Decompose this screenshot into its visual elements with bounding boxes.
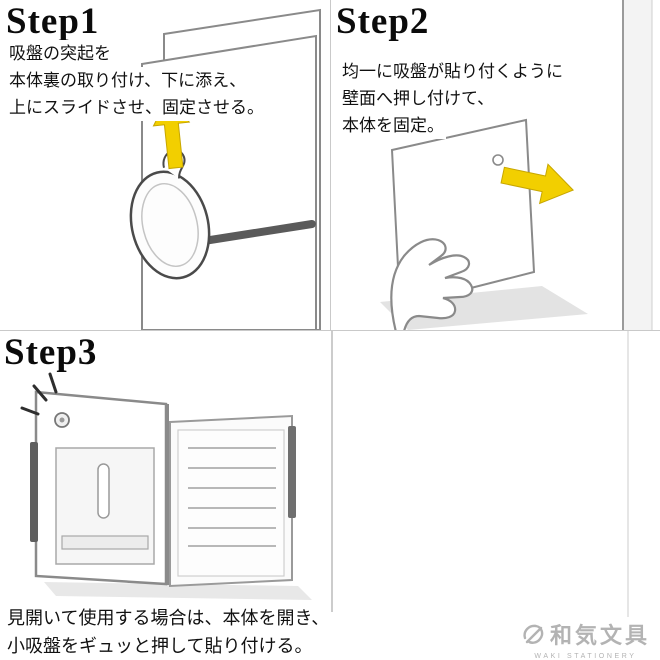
watermark-logo: 和気文具 WAKI STATIONERY [521, 618, 650, 660]
step2-text-line-3: 本体を固定。 [340, 112, 446, 139]
step3-text-line-2: 小吸盤をギュッと押して貼り付ける。 [5, 632, 315, 660]
watermark-brand-text: 和気文具 [549, 623, 650, 648]
watermark-subtitle: WAKI STATIONERY [534, 653, 637, 660]
step3-title: Step3 [4, 332, 98, 373]
step2-illustration [380, 0, 653, 330]
step2-text: 均一に吸盤が貼り付くように 壁面へ押し付けて、 本体を固定。 [340, 58, 565, 139]
left-edge-bar [30, 442, 38, 542]
step1-text-line-1: 吸盤の突起を [7, 40, 113, 67]
step2-title: Step2 [336, 1, 430, 42]
hand-icon [390, 238, 474, 330]
pocket-bottom-slot [61, 535, 149, 550]
paper-lines [188, 447, 276, 547]
step3-text-line-1: 見開いて使用する場合は、本体を開き、 [5, 604, 332, 632]
divider-vertical [330, 0, 331, 330]
right-arrow-icon [500, 163, 575, 205]
step3-illustration [20, 331, 629, 617]
step2-text-line-1: 均一に吸盤が貼り付くように [340, 58, 565, 85]
step1-text: 吸盤の突起を 本体裏の取り付け、下に添え、 上にスライドさせ、固定させる。 [7, 40, 266, 121]
pocket-slot [97, 463, 110, 519]
press-motion-lines [20, 372, 58, 416]
right-edge-bar [288, 426, 296, 518]
divider-horizontal [0, 330, 660, 331]
clear-pocket [177, 429, 285, 577]
step1-text-line-2: 本体裏の取り付け、下に添え、 [7, 67, 249, 94]
step1-title: Step1 [6, 1, 100, 42]
small-suction-cup-center [59, 417, 65, 423]
step2-text-line-2: 壁面へ押し付けて、 [340, 85, 497, 112]
watermark-brand-icon [523, 624, 544, 644]
suction-peg [492, 154, 504, 166]
organizer-shadow [44, 582, 312, 600]
step1-text-line-3: 上にスライドさせ、固定させる。 [7, 94, 266, 121]
wall [623, 0, 652, 330]
step3-text: 見開いて使用する場合は、本体を開き、 小吸盤をギュッと押して貼り付ける。 [5, 604, 332, 660]
